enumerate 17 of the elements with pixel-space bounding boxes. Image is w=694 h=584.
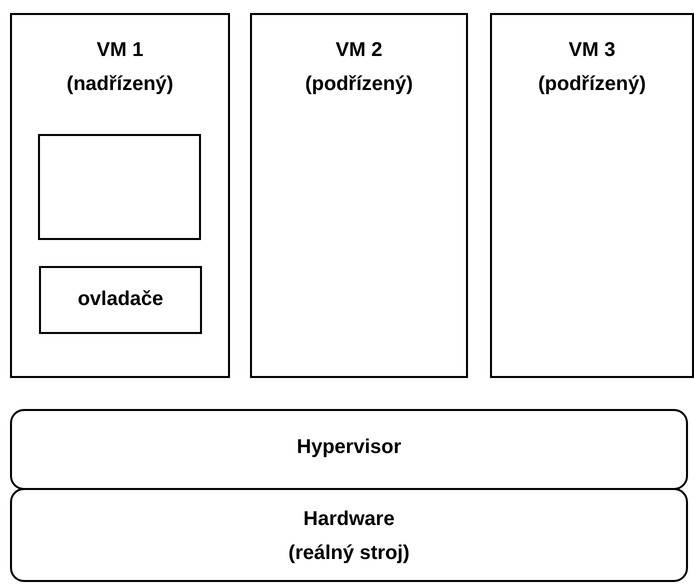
vm-panel: [490, 13, 694, 378]
label-text: (reálný stroj): [288, 542, 410, 565]
heading-text: VM 2: [336, 39, 382, 62]
empty-box: [38, 134, 201, 240]
heading-text: Hardware: [303, 508, 395, 531]
label-text: (nadřízený): [66, 73, 174, 96]
label-text: (podřízený): [305, 73, 413, 96]
driver-box: [39, 266, 202, 334]
hardware-layer: [10, 488, 688, 582]
label-text: (podřízený): [538, 73, 646, 96]
heading-text: VM 3: [568, 39, 616, 62]
vm-panel: [250, 13, 468, 378]
label-text: Hypervisor: [296, 436, 402, 459]
vm-panel: [10, 13, 230, 378]
heading-text: VM 1: [96, 39, 144, 62]
hypervisor-layer: [10, 409, 688, 490]
label-text: ovladače: [78, 288, 164, 311]
